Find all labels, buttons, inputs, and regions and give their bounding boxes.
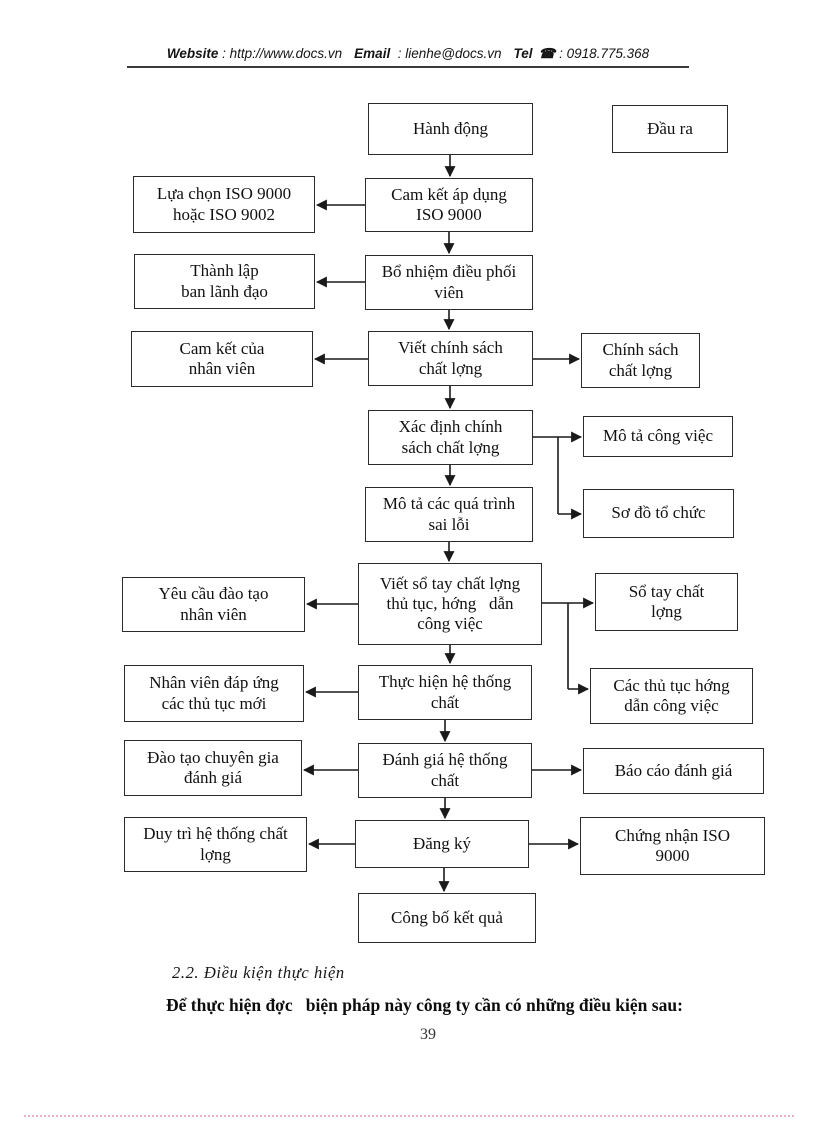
flow-node-mo-ta-cong-viec: Mô tả công việc [583,416,733,457]
header-email-value: : lienhe@docs.vn [390,46,502,61]
flow-node-cam-ket-ap-dung: Cam kết áp dụng ISO 9000 [365,178,533,232]
flow-node-mo-ta-qua-trinh: Mô tả các quá trình sai lỗi [365,487,533,542]
flow-node-cong-bo: Công bố kết quả [358,893,536,943]
flow-node-xac-dinh-chinh-sach: Xác định chính sách chất lợng [368,410,533,465]
page-header: Website : http://www.docs.vn Email : lien… [0,46,816,62]
body-paragraph: Để thực hiện đợc biện pháp này công ty c… [166,995,683,1015]
flow-node-cac-thu-tuc: Các thủ tục hớng dẫn công việc [590,668,753,724]
flow-node-dao-tao-chuyen-gia: Đào tạo chuyên gia đánh giá [124,740,302,796]
flow-node-dau-ra: Đầu ra [612,105,728,153]
flow-node-duy-tri: Duy trì hệ thống chất lợng [124,817,307,872]
flow-node-chinh-sach: Chính sách chất lợng [581,333,700,388]
flow-node-danh-gia: Đánh giá hệ thống chất [358,743,532,798]
flow-node-chung-nhan: Chứng nhận ISO 9000 [580,817,765,875]
flow-node-bao-cao: Báo cáo đánh giá [583,748,764,794]
header-website-value: : http://www.docs.vn [218,46,343,61]
header-rule [127,66,689,68]
flow-node-nhan-vien-dap-ung: Nhân viên đáp ứng các thủ tục mới [124,665,304,722]
page-number: 39 [420,1026,436,1043]
footer-dotted-line [24,1115,794,1117]
flow-node-viet-chinh-sach: Viết chính sách chất lợng [368,331,533,386]
flow-node-bo-nhiem: Bổ nhiệm điều phối viên [365,255,533,310]
header-tel-value: : 0918.775.368 [555,46,650,61]
flow-node-thuc-hien: Thực hiện hệ thống chất [358,665,532,720]
flow-node-hanh-dong: Hành động [368,103,533,155]
flow-node-so-tay: Sổ tay chất lợng [595,573,738,631]
flow-node-cam-ket-nhan-vien: Cam kết của nhân viên [131,331,313,387]
flow-node-dang-ky: Đăng ký [355,820,529,868]
flow-node-thanh-lap: Thành lập ban lãnh đạo [134,254,315,309]
phone-icon: ☎ [538,46,556,61]
flow-node-yeu-cau-dao-tao: Yêu cầu đào tạo nhân viên [122,577,305,632]
flow-node-viet-so-tay: Viết sổ tay chất lợng thủ tục, hớng dẫn … [358,563,542,645]
header-website-label: Website [166,46,219,61]
header-email-label: Email [354,46,391,61]
header-tel-label: Tel [513,46,533,61]
section-heading: 2.2. Điều kiện thực hiện [172,963,345,982]
flow-node-so-do-to-chuc: Sơ đồ tổ chức [583,489,734,538]
flow-node-lua-chon-iso: Lựa chọn ISO 9000 hoặc ISO 9002 [133,176,315,233]
